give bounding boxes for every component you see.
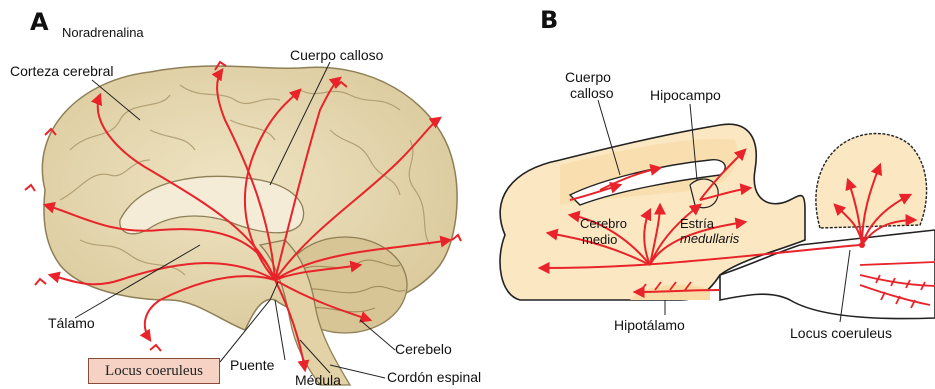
label-estria-line1: Estría (680, 216, 715, 231)
label-puente: Puente (230, 357, 275, 373)
label-talamo: Tálamo (48, 315, 95, 331)
label-estria-line2: medullaris (680, 231, 740, 246)
label-cerebro-line1: Cerebro (580, 216, 627, 231)
panel-a-subtitle: Noradrenalina (62, 25, 144, 40)
label-medula: Médula (295, 372, 341, 388)
label-hipotalamo: Hipotálamo (614, 317, 685, 333)
label-cerebelo: Cerebelo (395, 341, 452, 357)
locus-coeruleus-node (859, 242, 865, 248)
label-cuerpo-calloso-a: Cuerpo calloso (290, 47, 384, 63)
label-corteza-cerebral: Corteza cerebral (10, 63, 114, 79)
label-cuerpo-b-line1: Cuerpo (565, 69, 611, 85)
panel-b-letter: B (540, 6, 558, 34)
label-cuerpo-b-line2: calloso (570, 85, 614, 101)
panel-a: A Noradrenalina (10, 8, 481, 388)
panel-b: B (500, 6, 935, 341)
schematic-cerebellum (816, 134, 927, 228)
locus-coeruleus-callout: Locus coeruleus (88, 358, 220, 384)
panel-a-letter: A (30, 8, 49, 36)
label-locus-b: Locus coeruleus (790, 325, 892, 341)
label-cerebro-line2: medio (582, 232, 617, 247)
label-cordon-espinal: Cordón espinal (387, 369, 481, 385)
label-hipocampo: Hipocampo (650, 87, 721, 103)
